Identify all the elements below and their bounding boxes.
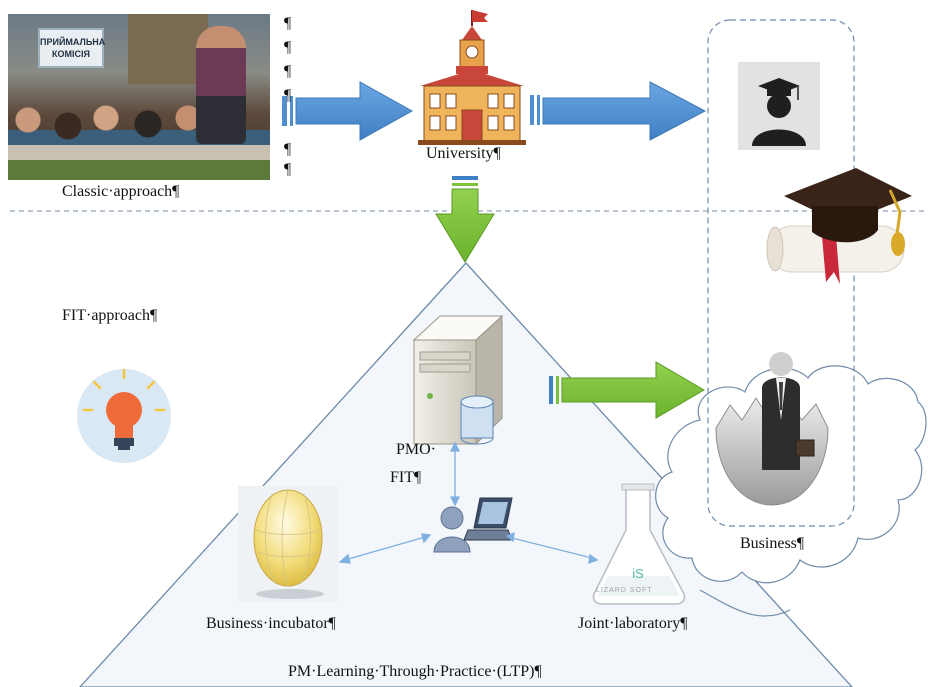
- cloud-tail-curve: [699, 589, 791, 617]
- photo-building-door: [128, 14, 208, 84]
- arrow-university-to-fit: [435, 176, 495, 263]
- connectors: [338, 441, 599, 564]
- pilcrow-mark: ¶: [284, 141, 292, 158]
- photo-person: [196, 26, 246, 144]
- pilcrow-mark: ¶: [284, 15, 292, 32]
- joint-laboratory-label: Joint·laboratory¶: [578, 615, 688, 632]
- arrow-classic-to-university: [282, 81, 414, 141]
- fit-approach-label: FIT·approach¶: [62, 307, 158, 324]
- flask-icon: iS: [592, 483, 686, 605]
- pilcrow-mark: ¶: [284, 39, 292, 56]
- university-label: University¶: [426, 145, 501, 162]
- graduates-business-frame: [707, 19, 855, 527]
- classic-approach-label: Classic·approach¶: [62, 183, 180, 200]
- graduate-avatar-icon: [738, 62, 820, 150]
- pmo-label-line2: FIT¶: [390, 469, 422, 486]
- businessman-egg-icon: [715, 352, 829, 506]
- flask-logo-mark: iS: [632, 566, 644, 581]
- pilcrow-mark: ¶: [284, 87, 292, 104]
- photo-sign: ПРИЙМАЛЬНА КОМІСІЯ: [38, 28, 105, 68]
- pilcrow-mark: ¶: [284, 63, 292, 80]
- pmo-label-line1: PMO·: [396, 441, 437, 458]
- university-building-icon: [418, 10, 526, 145]
- business-incubator-label: Business·incubator¶: [206, 615, 336, 632]
- pilcrow-mark: ¶: [284, 161, 292, 178]
- graduation-cap-diploma-icon: [766, 168, 912, 284]
- lab-logo-text: LIZARD SOFT: [596, 587, 653, 594]
- ltp-label: PM·Learning·Through·Practice·(LTP)¶: [288, 663, 542, 680]
- applicants-photo: ПРИЙМАЛЬНА КОМІСІЯ: [8, 14, 270, 180]
- business-label: Business¶: [740, 535, 805, 552]
- arrow-university-to-graduate: [530, 81, 707, 141]
- server-database-icon: [412, 314, 504, 446]
- lightbulb-icon: [77, 368, 171, 463]
- egg-icon: [238, 486, 338, 602]
- arrow-pmo-to-business: [549, 361, 705, 419]
